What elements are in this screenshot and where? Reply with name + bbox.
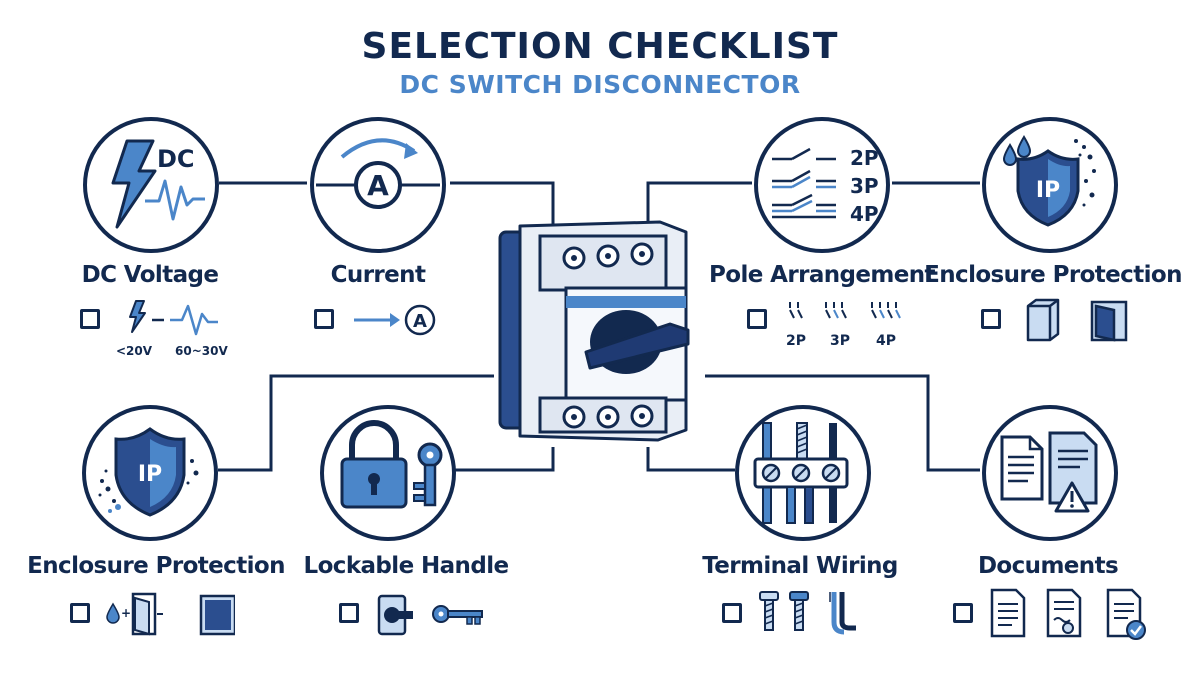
dust-particles [98,459,199,503]
enclosure-protection-top-circle: IP [982,117,1118,253]
pole-icon-label-4p: 4P [850,202,879,226]
pole-option-4p: 4P [876,333,897,349]
terminal-wiring-label: Terminal Wiring [702,553,898,579]
dc-voltage-options-icons [129,300,218,336]
handle-icon [377,594,413,636]
certificate-icon [1048,431,1098,505]
small-document-icon [990,588,1026,638]
terminal-block-icon [753,422,849,524]
lightning-icon [111,139,157,229]
svg-text:A: A [413,311,427,332]
documents-checkbox[interactable] [953,603,973,623]
shield-icon: IP [114,427,186,517]
dc-icon-text: DC [157,145,195,173]
connector-current-switch [450,181,555,230]
connector-switch-documents [705,374,980,472]
pole-arrangement-circle: 2P 3P 4P [754,117,890,253]
dc-voltage-circle: DC [83,117,219,253]
pole-arrangement-checkbox[interactable] [747,309,767,329]
current-checkbox[interactable] [314,309,334,329]
terminal-wiring-circle [735,405,871,541]
enclosure-protection-bottom-checkbox[interactable] [70,603,90,623]
lockable-option-icons [377,594,483,636]
svg-text:+: + [121,606,131,620]
lockable-handle-circle [320,405,456,541]
page-subtitle: DC SWITCH DISCONNECTOR [399,70,801,99]
water-drop-icon [1002,135,1032,166]
enclosure-protection-bottom-label: Enclosure Protection [27,553,285,579]
dc-voltage-checkbox[interactable] [80,309,100,329]
lockable-handle-label: Lockable Handle [303,553,510,579]
ammeter-icon: A [316,138,440,209]
small-waveform-icon [170,304,218,336]
wire-icon [829,592,856,635]
dc-voltage-option-2: 60~30V [175,344,228,358]
small-lightning-icon [129,300,146,333]
key-icon [413,442,443,507]
pole-icon-label-3p: 3P [850,174,879,198]
dc-switch-disconnector-illustration [498,220,690,442]
enclosure-protection-bottom-circle: IP [82,405,218,541]
documents-circle [982,405,1118,541]
current-circle: A [310,117,446,253]
pole-option-icons [789,302,901,319]
door-icon [131,592,157,636]
pole-option-2p: 2P [786,333,807,349]
small-water-drop-icon [106,602,120,624]
documents-label: Documents [977,553,1119,579]
padlock-icon [340,420,408,509]
pole-icon-label-2p: 2P [850,146,879,170]
connector-switch-enclosure-bottom [218,374,494,472]
small-certificate-icon [1046,588,1082,638]
terminal-option-icons [759,591,856,635]
svg-text:IP: IP [138,462,162,487]
terminal-wiring-checkbox[interactable] [722,603,742,623]
screw-icon [759,591,779,631]
connector-switch-lockable [455,447,555,472]
svg-text:IP: IP [1036,178,1060,203]
connector-switch-terminal [646,447,735,472]
lockable-handle-checkbox[interactable] [339,603,359,623]
current-options-icons: A [354,304,436,336]
enclosure-bottom-option-icons: + [106,592,235,636]
open-box-icon [1090,300,1128,342]
current-label: Current [330,262,426,288]
pole-arrangement-label: Pole Arrangement [709,262,936,288]
pole-option-3p: 3P [830,333,851,349]
enclosure-protection-top-label: Enclosure Protection [924,262,1182,288]
box-icon [199,594,235,636]
warning-icon [1054,481,1090,513]
dc-voltage-label: DC Voltage [81,262,219,288]
water-drop-icon [108,504,121,513]
pole-switch-icon [772,147,836,219]
box-icon [1026,298,1060,342]
enclosure-protection-top-checkbox[interactable] [981,309,1001,329]
small-ammeter-icon [404,304,436,336]
dust-particles [1074,139,1096,207]
connector-pole-switch [646,181,752,222]
document-icon [1000,435,1044,501]
enclosure-top-option-icons [1026,298,1128,342]
shield-icon: IP [1016,149,1080,227]
arrow-right-icon [354,313,400,327]
dc-voltage-option-1: <20V [116,344,153,358]
page-title: SELECTION CHECKLIST [361,26,839,67]
approved-document-icon [1106,588,1146,640]
screw-icon-2 [789,591,809,631]
waveform-icon [145,179,205,221]
small-key-icon [432,605,483,625]
ammeter-text: A [367,169,389,202]
documents-option-icons [990,588,1146,640]
